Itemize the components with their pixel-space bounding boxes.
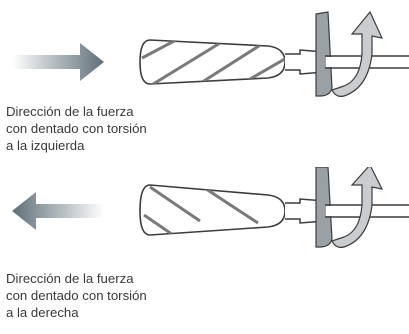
burr-diagram-left-twist (12, 10, 409, 97)
burr-head (139, 39, 286, 85)
caption-line: Dirección de la fuerza (6, 104, 134, 119)
rotation-arrow-front (331, 167, 384, 248)
caption-right-twist: Dirección de la fuerza con dentado con t… (6, 270, 226, 321)
caption-line: con dentado con torsión (6, 121, 147, 136)
caption-left-twist: Dirección de la fuerza con dentado con t… (6, 103, 226, 154)
force-arrow-icon (12, 43, 104, 81)
rotation-arrow-icon (315, 11, 333, 97)
caption-line: con dentado con torsión (6, 288, 147, 303)
force-arrow-icon (12, 192, 104, 230)
burr-head (139, 184, 286, 236)
rotation-arrow-icon (315, 167, 333, 248)
caption-line: Dirección de la fuerza (6, 271, 134, 286)
caption-line: a la izquierda (6, 138, 85, 153)
caption-line: a la derecha (6, 305, 79, 320)
panel-right-twist: Dirección de la fuerza con dentado con t… (0, 167, 409, 334)
burr-diagram-right-twist (12, 167, 409, 248)
rotation-arrow-front (331, 10, 384, 97)
flute-stripes (143, 185, 259, 235)
panel-left-twist: Dirección de la fuerza con dentado con t… (6, 10, 409, 154)
